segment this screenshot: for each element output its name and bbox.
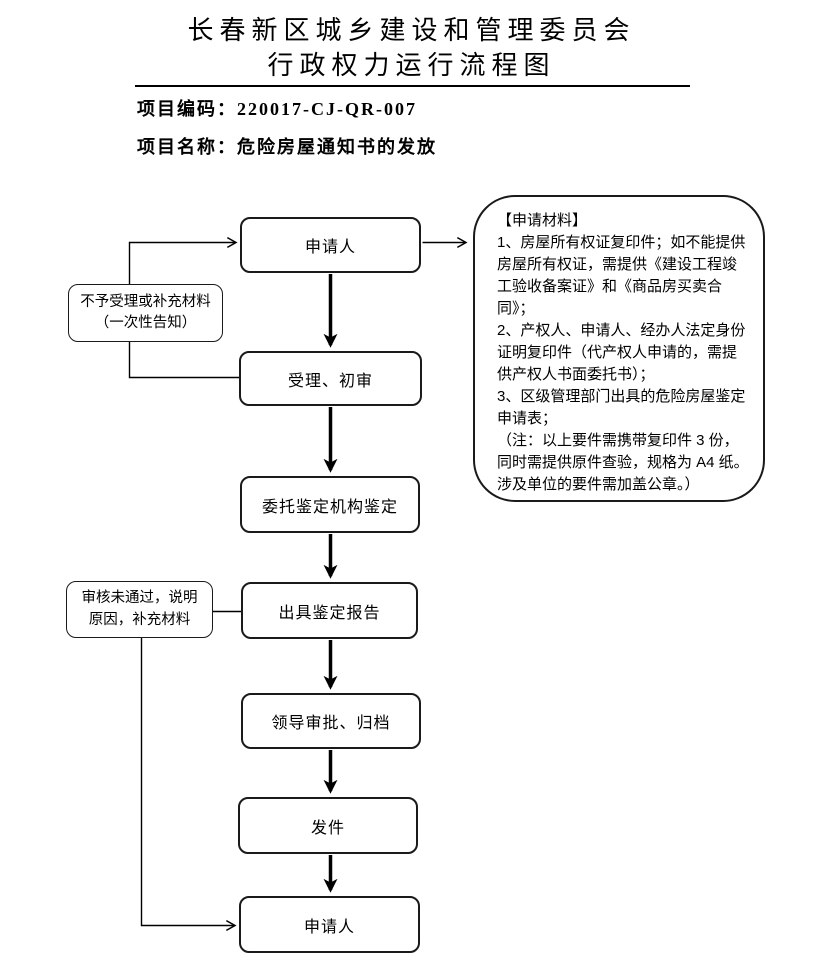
- project-name-label: 项目名称：: [137, 137, 237, 157]
- node-label: 受理、初审: [287, 372, 373, 390]
- title-underline: [135, 85, 690, 87]
- materials-title: 【申请材料】: [497, 212, 588, 229]
- node-accept-review: 受理、初审: [239, 351, 422, 406]
- node-label: 出具鉴定报告: [278, 604, 381, 622]
- note-review-failed: 审核未通过，说明 原因，补充材料: [66, 581, 213, 638]
- node-applicant-bottom: 申请人: [239, 896, 420, 953]
- project-code-line: 项目编码：220017-CJ-QR-007: [137, 95, 417, 121]
- materials-note: （注：以上要件需携带复印件 3 份，同时需提供原件查验，规格为 A4 纸。涉及单…: [497, 432, 749, 493]
- note-line: （一次性告知）: [94, 315, 197, 331]
- node-issue-report: 出具鉴定报告: [241, 582, 418, 639]
- node-label: 领导审批、归档: [271, 715, 391, 732]
- node-label: 发件: [310, 819, 345, 837]
- materials-item-3: 3、区级管理部门出具的危险房屋鉴定申请表；: [497, 388, 746, 427]
- project-name-line: 项目名称：危险房屋通知书的发放: [137, 133, 437, 159]
- project-code-value: 220017-CJ-QR-007: [237, 99, 417, 119]
- page-title-line1: 长春新区城乡建设和管理委员会: [187, 16, 636, 45]
- connector-fail-loop: [140, 637, 237, 932]
- page-title-line2: 行政权力运行流程图: [267, 51, 556, 80]
- materials-callout: 【申请材料】 1、房屋所有权证复印件；如不能提供房屋所有权证，需提供《建设工程竣…: [473, 195, 765, 502]
- note-line: 审核未通过，说明: [81, 590, 198, 607]
- node-label: 申请人: [304, 239, 356, 256]
- node-label: 委托鉴定机构鉴定: [261, 498, 398, 516]
- note-line: 不予受理或补充材料: [80, 293, 211, 310]
- project-name-value: 危险房屋通知书的发放: [237, 137, 437, 157]
- note-line: 原因，补充材料: [88, 611, 191, 628]
- node-label: 申请人: [303, 918, 355, 936]
- node-leader-approve-archive: 领导审批、归档: [241, 693, 421, 749]
- node-applicant-top: 申请人: [240, 217, 421, 273]
- note-reject-or-supplement: 不予受理或补充材料 （一次性告知）: [68, 284, 223, 342]
- project-code-label: 项目编码：: [137, 99, 237, 119]
- page-title: 长春新区城乡建设和管理委员会 行政权力运行流程图: [0, 13, 823, 83]
- node-entrust-appraisal: 委托鉴定机构鉴定: [240, 476, 420, 533]
- materials-item-1: 1、房屋所有权证复印件；如不能提供房屋所有权证，需提供《建设工程竣工验收备案证》…: [497, 234, 746, 317]
- materials-item-2: 2、产权人、申请人、经办人法定身份证明复印件（代产权人申请的，需提供产权人书面委…: [497, 322, 746, 383]
- node-send-document: 发件: [238, 797, 418, 854]
